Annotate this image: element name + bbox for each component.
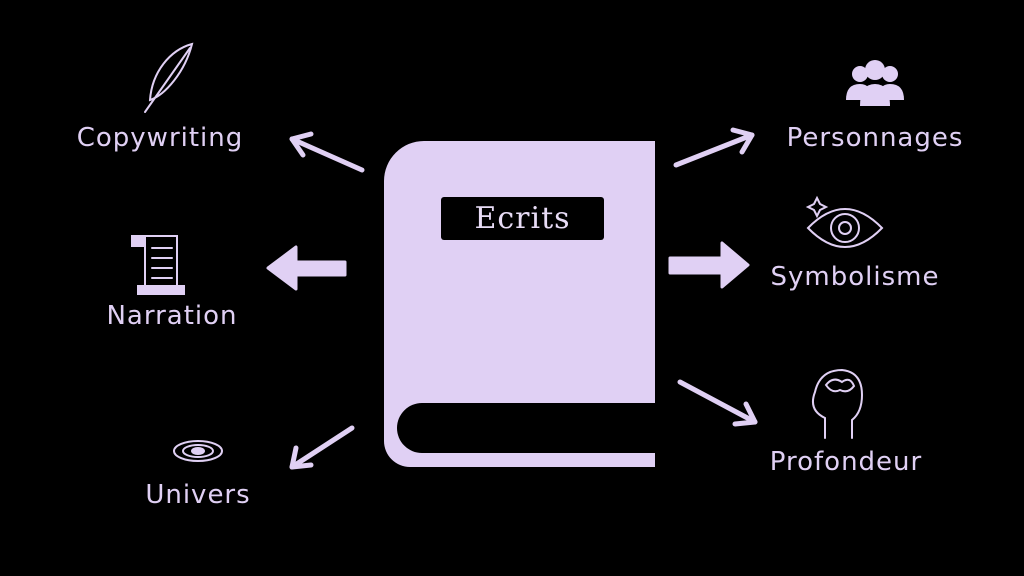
label-copywriting: Copywriting bbox=[76, 123, 244, 153]
head-brain-icon bbox=[812, 368, 864, 439]
arrow-to-copywriting bbox=[289, 131, 365, 173]
arrow-to-narration bbox=[266, 245, 347, 291]
label-narration: Narration bbox=[106, 301, 238, 331]
eye-icon bbox=[805, 195, 884, 248]
arrow-to-profondeur bbox=[677, 379, 758, 427]
feather-icon bbox=[144, 42, 194, 113]
arrow-to-personnages bbox=[673, 127, 755, 168]
galaxy-icon bbox=[173, 440, 223, 462]
book-title: Ecrits bbox=[441, 197, 604, 240]
book-icon bbox=[384, 141, 655, 467]
label-profondeur: Profondeur bbox=[769, 447, 923, 477]
label-symbolisme: Symbolisme bbox=[770, 262, 940, 292]
label-univers: Univers bbox=[145, 480, 251, 510]
arrow-to-univers bbox=[289, 425, 355, 470]
label-personnages: Personnages bbox=[786, 123, 964, 153]
people-group-icon bbox=[846, 60, 904, 106]
scroll-icon bbox=[131, 235, 185, 295]
arrow-to-symbolisme bbox=[668, 241, 750, 289]
